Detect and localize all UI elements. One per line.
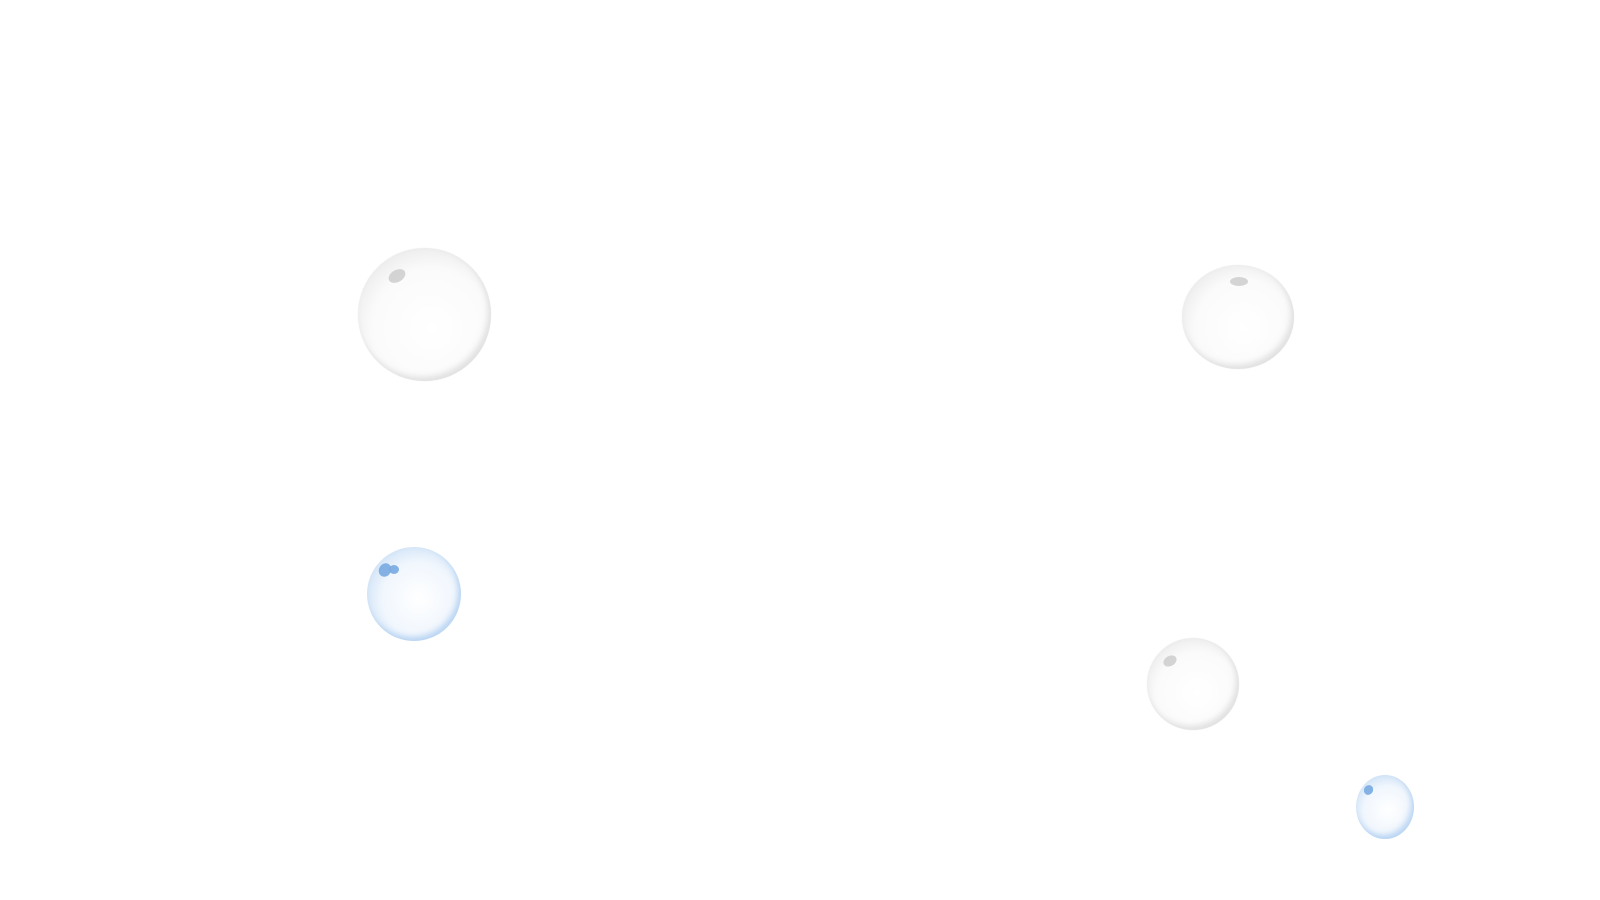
bubble-blue-left: [367, 547, 461, 641]
bubble-highlight: [1362, 783, 1375, 797]
bubble-highlight: [389, 565, 399, 574]
bubble-highlight: [1161, 653, 1179, 669]
bubble-large-top-left: [358, 248, 491, 381]
bubble-large-top-right: [1182, 265, 1294, 369]
bubble-small-blue-bottom-right: [1356, 775, 1414, 839]
bubble-highlight: [386, 266, 408, 286]
bubble-medium-bottom-right: [1147, 638, 1239, 730]
bubble-highlight: [1230, 277, 1248, 286]
